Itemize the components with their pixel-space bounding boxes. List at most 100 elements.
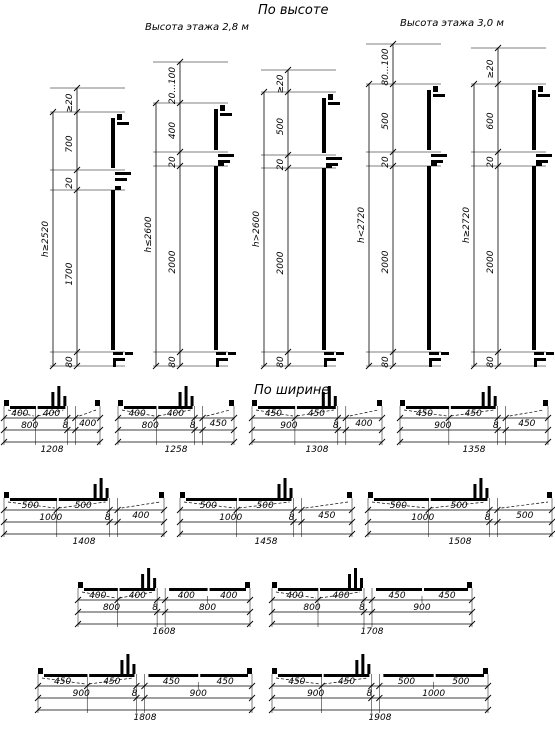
lower-size-label: 2000 [486, 250, 496, 273]
door-leaf-label: 450 [388, 591, 405, 601]
dimension-tick [74, 620, 82, 628]
post-cap [118, 400, 123, 406]
dimension-tick [152, 99, 160, 107]
frame-bar [186, 498, 237, 501]
opening-diagonal [403, 409, 447, 417]
transom-bar [431, 160, 443, 163]
dimension-tick [389, 362, 397, 370]
mullion-bar [485, 488, 489, 498]
dimension-tick [468, 608, 476, 616]
dimension-tick [368, 608, 376, 616]
dimension-tick [34, 694, 42, 702]
gap-label: 8 [333, 421, 339, 431]
door-sum-label: 900 [190, 689, 207, 699]
dimension-tick [494, 80, 502, 88]
dimension-tick [470, 80, 478, 88]
dimension-tick [268, 608, 276, 616]
opening-diagonal [238, 501, 290, 509]
opening-diagonal [450, 409, 494, 417]
dimension-tick [502, 426, 509, 434]
dimension-tick [284, 362, 292, 370]
door-leaf-bar [435, 674, 484, 677]
door-sum-label: 900 [413, 603, 430, 613]
dimension-tick [284, 66, 292, 74]
frame-bar [258, 406, 295, 409]
middle-gap-label: 20 [276, 159, 286, 171]
gap-label: 8 [132, 689, 138, 699]
post-cap [272, 668, 277, 674]
door-width-label: 450 [210, 419, 227, 429]
panels-sum-label: 800 [21, 421, 38, 431]
lower-size-label: 1700 [65, 262, 75, 285]
dimension-tick [284, 88, 292, 96]
dimension-tick [268, 620, 276, 628]
dimension-tick [230, 414, 238, 422]
dimension-tick [389, 348, 397, 356]
door-leaf-bar [376, 588, 422, 591]
transom-bar [115, 178, 127, 181]
top-flange [538, 94, 550, 97]
sill-bar [534, 352, 544, 355]
frame-bar [10, 498, 57, 501]
dimension-tick [191, 426, 198, 434]
mullion-bar [63, 396, 67, 406]
dimension-tick [230, 438, 238, 446]
sill-leg [113, 361, 116, 367]
sill-bar [113, 358, 125, 361]
panels-sum-label: 1000 [411, 513, 434, 523]
sill-leg [429, 361, 432, 367]
panel-width-label: 400 [286, 591, 303, 601]
dimension-tick [160, 530, 168, 538]
dimension-tick [96, 438, 104, 446]
total-width-label: 1908 [369, 713, 392, 723]
dimension-tick [484, 706, 492, 714]
frame-bar [119, 588, 156, 591]
top-flange [220, 113, 232, 116]
panel-width-label: 400 [129, 409, 146, 419]
panels-sum-label: 800 [142, 421, 159, 431]
post-cap [272, 582, 277, 588]
frame-bar [158, 406, 193, 409]
door-swing-diagonal [305, 501, 349, 509]
opening-diagonal [58, 501, 106, 509]
middle-gap-label: 20 [486, 156, 496, 168]
dimension-tick [548, 518, 555, 526]
dimension-tick [389, 40, 397, 48]
mullion-bar [473, 484, 477, 498]
post-cap [368, 492, 373, 498]
panel-width-label: 450 [103, 677, 120, 687]
dimension-tick [378, 414, 386, 422]
bottom-gap-label: 80 [381, 356, 391, 368]
mullion-bar [283, 478, 287, 498]
upper-profile-bar [532, 90, 536, 150]
panels-sum-label: 900 [73, 689, 90, 699]
dimension-tick [176, 518, 184, 526]
mullion-bar [178, 392, 182, 406]
total-width-label: 1608 [153, 627, 176, 637]
dimension-tick [176, 58, 184, 66]
dimension-tick [494, 148, 502, 156]
opening-diagonal [7, 409, 34, 417]
dimension-tick [114, 506, 121, 514]
post-cap [467, 582, 472, 588]
mullion-bar [190, 396, 194, 406]
sill-bar [228, 352, 236, 355]
dimension-tick [161, 608, 169, 616]
total-width-label: 1208 [41, 445, 64, 455]
opening-diagonal [255, 409, 293, 417]
dimension-tick [268, 694, 276, 702]
dimension-tick [246, 608, 254, 616]
mullion-bar [57, 386, 61, 406]
total-height-label: h≥2720 [462, 207, 472, 243]
post-cap [252, 400, 257, 406]
panel-width-label: 500 [75, 501, 92, 511]
door-width-label: 400 [79, 419, 96, 429]
mullion-bar [93, 484, 97, 498]
transom-bar [536, 154, 552, 157]
sill-bar [429, 358, 441, 361]
panel-width-label: 500 [22, 501, 39, 511]
